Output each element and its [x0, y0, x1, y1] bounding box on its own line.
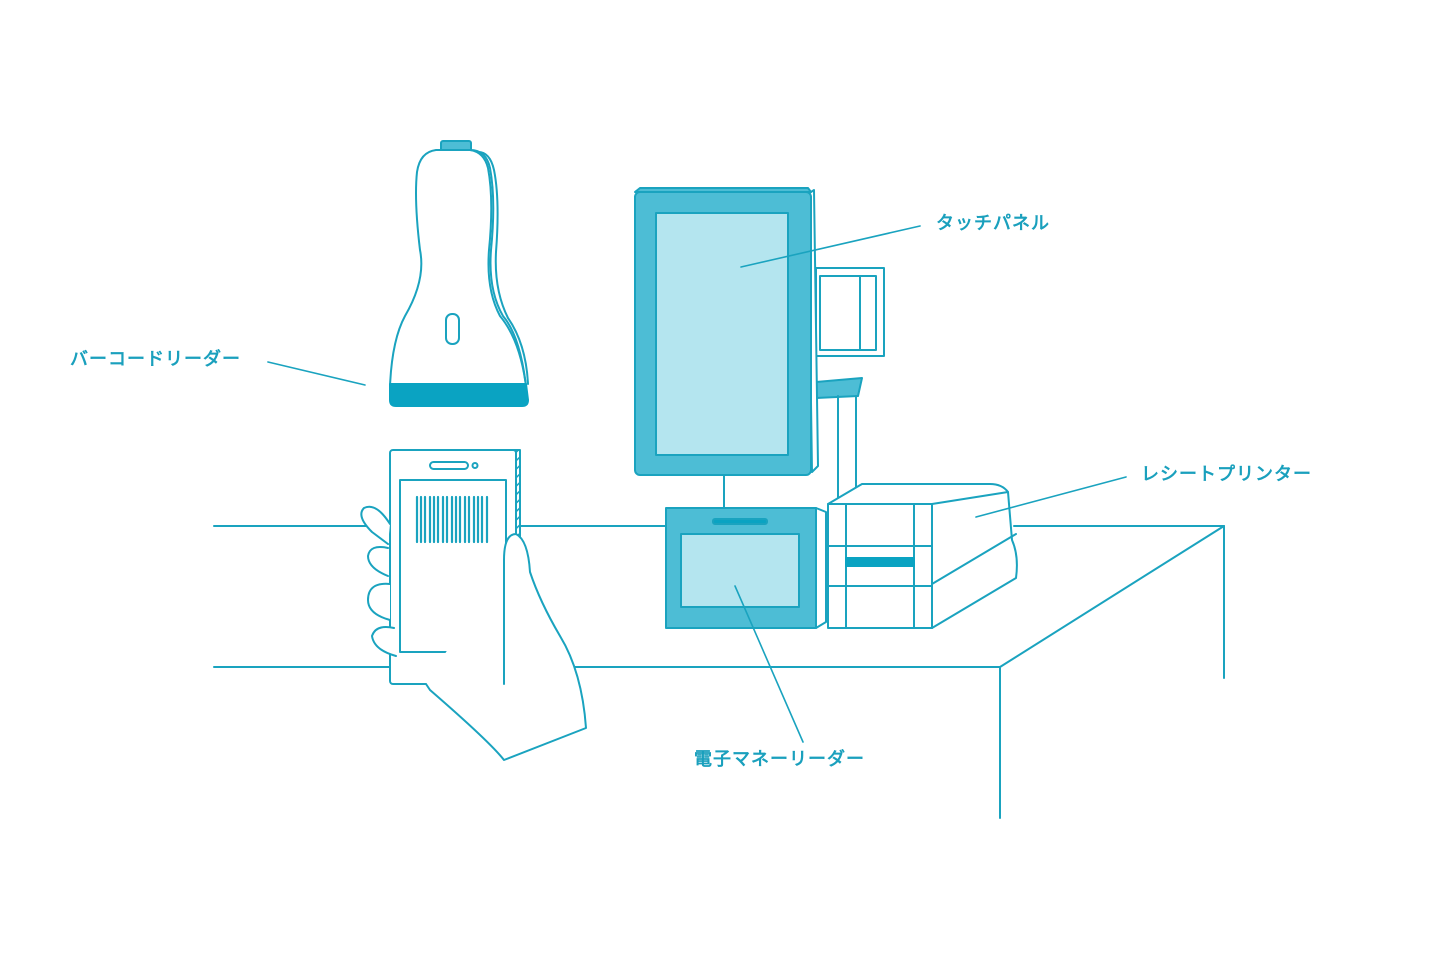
counter-table-icon [213, 525, 1225, 819]
leader-lines [267, 225, 1127, 743]
leader-receipt-printer [975, 476, 1127, 518]
printer-icon [827, 483, 1018, 629]
barcode-scanner-icon [389, 140, 529, 407]
leader-emoney-reader [734, 585, 804, 743]
leader-touch-panel [740, 225, 921, 268]
leader-barcode-reader [267, 361, 366, 386]
label-receipt-printer: レシートプリンター [1141, 464, 1312, 485]
hand-icon [360, 505, 587, 761]
label-touch-panel: タッチパネル [936, 213, 1050, 234]
label-emoney-reader: 電子マネーリーダー [694, 749, 865, 770]
card-reader-icon [665, 507, 827, 629]
barcode-graphic [415, 495, 489, 544]
touch-panel-icon [634, 187, 885, 509]
label-barcode-reader: バーコードリーダー [70, 349, 241, 370]
